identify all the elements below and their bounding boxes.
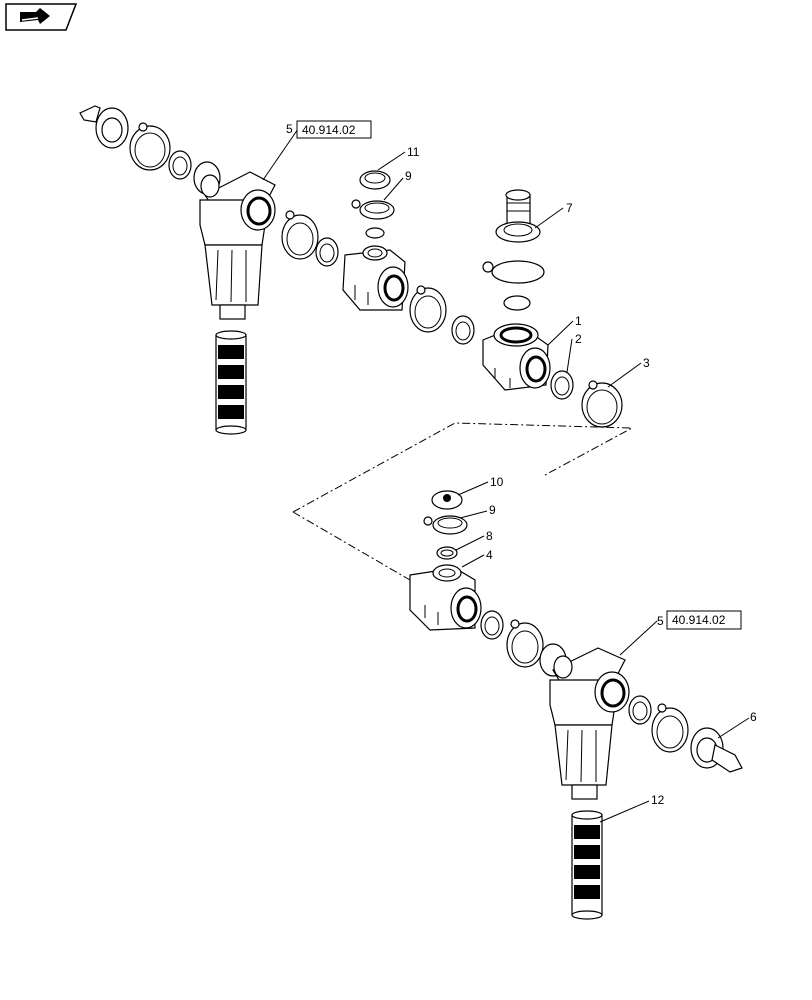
callout-6: 6 [750,710,757,724]
strainer-screen-12 [571,810,603,920]
callout-8: 8 [486,529,493,543]
elbow-body-1 [482,323,551,391]
callout-2: 2 [575,332,582,346]
callout-12: 12 [651,793,665,807]
seal-8 [436,546,458,560]
hose-fitting-6 [690,727,743,773]
callout-5-bottom: 5 [657,614,664,628]
reference-box-bottom[interactable]: 40.914.02 [666,610,742,630]
reference-label-top: 40.914.02 [302,123,356,137]
upper-assembly [79,105,623,435]
filter-housing-lower [549,647,630,800]
callout-3: 3 [643,356,650,370]
callout-7: 7 [566,201,573,215]
return-arrow-icon[interactable] [5,3,78,31]
tee-body-4 [409,564,482,631]
cap-11 [359,170,391,190]
filter-housing [199,171,276,320]
leader-lines [262,128,750,823]
lower-assembly [409,490,743,920]
ring-9-upper [359,200,395,220]
reference-label-bottom: 40.914.02 [672,613,726,627]
ring-9-lower [432,515,468,535]
assembly-link-line [292,422,634,513]
tee-body-upper [342,245,409,311]
hose-fitting-left [79,105,129,149]
hose-clamp [129,122,171,171]
callout-11: 11 [407,145,420,159]
strainer-screen [215,330,247,435]
callout-4: 4 [486,548,493,562]
callout-9-upper: 9 [405,169,412,183]
callout-5-top: 5 [286,122,293,136]
hose-barb-7 [482,189,545,311]
assembly-link-line-lower [292,511,411,581]
callout-1: 1 [575,314,582,328]
reference-box-top[interactable]: 40.914.02 [296,120,372,139]
callout-9-lower: 9 [489,503,496,517]
callout-10: 10 [490,475,504,489]
